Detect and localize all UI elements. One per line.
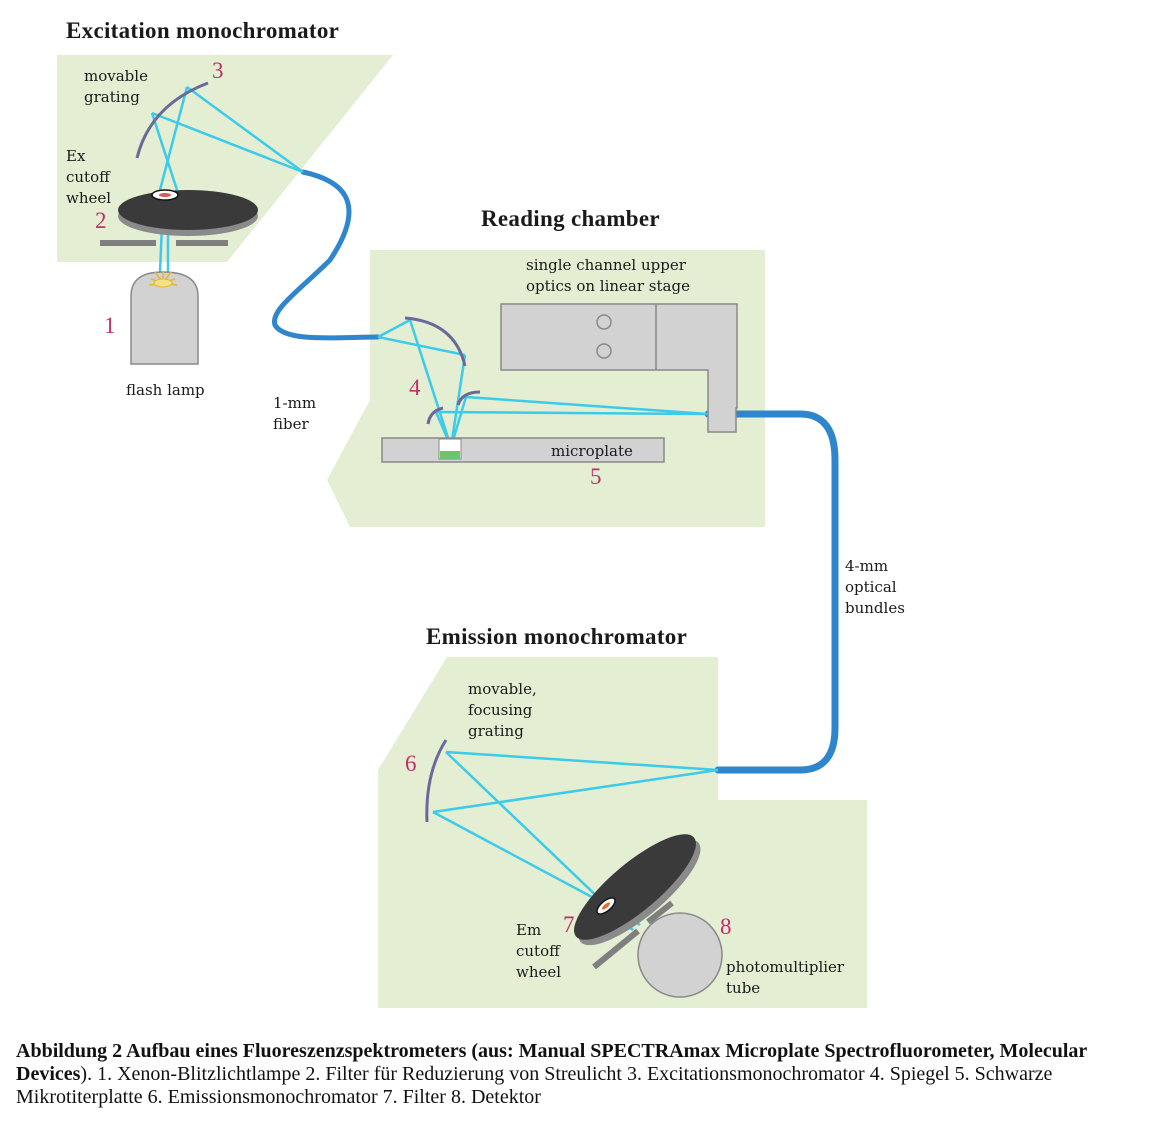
optics-port-1 bbox=[596, 314, 612, 330]
number-7: 7 bbox=[563, 912, 575, 937]
em-filter bbox=[601, 902, 611, 910]
microplate-label: microplate bbox=[551, 442, 633, 460]
microplate bbox=[381, 437, 665, 463]
reading-chamber-title: Reading chamber bbox=[481, 206, 660, 231]
movable-grating bbox=[135, 81, 209, 159]
ex-cutoff-wheel bbox=[118, 189, 258, 236]
emission-beams bbox=[432, 750, 719, 932]
excitation-title: Excitation monochromator bbox=[66, 18, 340, 43]
emission-panel bbox=[378, 657, 867, 1008]
optics-port-2 bbox=[596, 343, 612, 359]
mirror-4-large bbox=[404, 316, 467, 367]
caption-bold: Abbildung 2 Aufbau eines Fluoreszenzspek… bbox=[16, 1040, 1087, 1085]
pmt-slit-right bbox=[646, 900, 674, 925]
focusing-grating bbox=[425, 739, 448, 823]
aperture-right bbox=[176, 240, 228, 246]
number-8: 8 bbox=[720, 914, 732, 939]
optical-bundles-label: 4-mm optical bundles bbox=[845, 557, 905, 617]
photomultiplier-tube bbox=[637, 912, 723, 998]
number-6: 6 bbox=[405, 751, 417, 776]
figure-caption: Abbildung 2 Aufbau eines Fluoreszenzspek… bbox=[16, 1040, 1151, 1109]
emission-title: Emission monochromator bbox=[426, 624, 688, 649]
pmt-slit-left bbox=[592, 928, 640, 970]
number-2: 2 bbox=[95, 208, 107, 233]
pmt-label: photomultiplier tube bbox=[726, 958, 845, 997]
fiber-1mm bbox=[272, 169, 381, 341]
upper-optics-label: single channel upper optics on linear st… bbox=[526, 256, 690, 295]
number-3: 3 bbox=[212, 58, 224, 83]
movable-grating-label: movable grating bbox=[84, 67, 148, 106]
upper-optics-stage bbox=[500, 303, 738, 433]
number-4: 4 bbox=[409, 375, 421, 400]
em-cutoff-wheel-label: Em cutoff wheel bbox=[516, 921, 562, 981]
focusing-grating-label: movable, focusing grating bbox=[468, 680, 537, 740]
mirror-4-right bbox=[456, 390, 481, 406]
caption-rest: ). 1. Xenon-Blitzlichtlampe 2. Filter fü… bbox=[16, 1063, 1053, 1108]
flash-lamp-label: flash lamp bbox=[126, 381, 205, 399]
flash-lamp bbox=[130, 271, 199, 365]
fiber-label: 1-mm fiber bbox=[273, 394, 317, 433]
aperture-left bbox=[100, 240, 156, 246]
number-1: 1 bbox=[104, 313, 116, 338]
ex-cutoff-wheel-label: Ex cutoff wheel bbox=[66, 147, 112, 207]
number-5: 5 bbox=[590, 464, 602, 489]
mirror-4-left bbox=[426, 406, 444, 425]
well-sample bbox=[440, 451, 460, 459]
optical-bundles bbox=[704, 410, 839, 774]
